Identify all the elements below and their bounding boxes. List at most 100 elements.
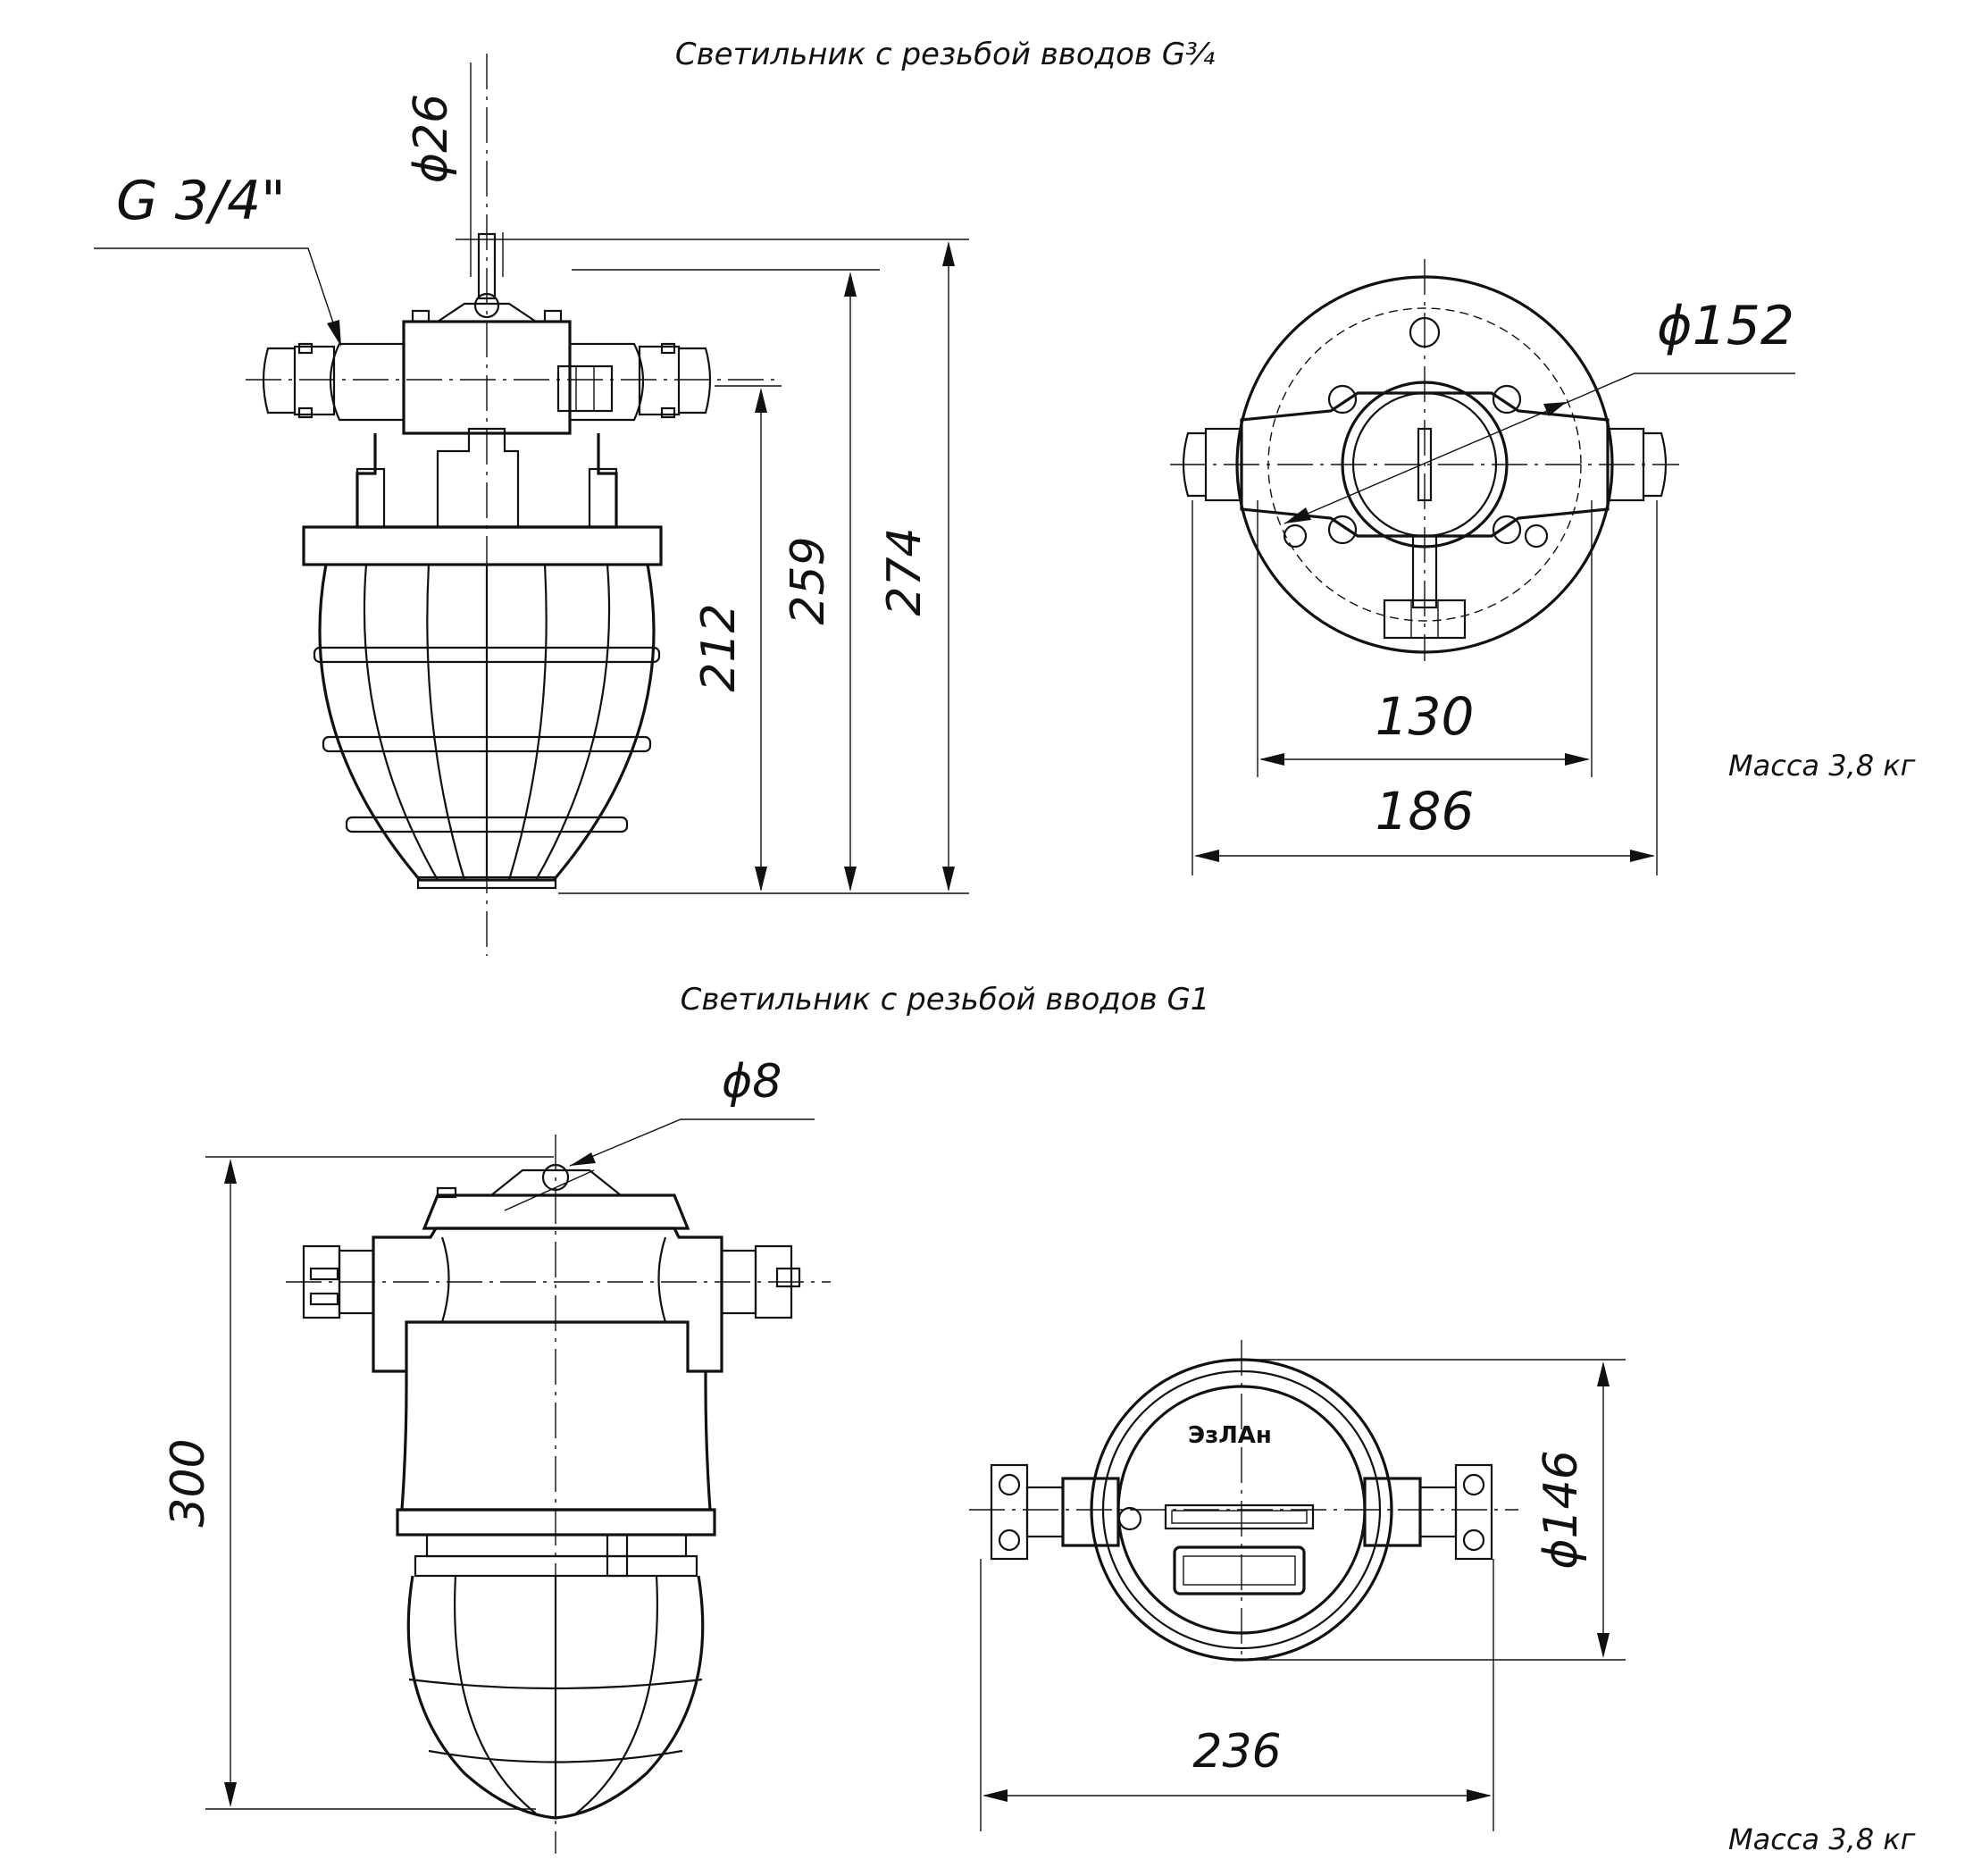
top-cage-hoop3 [345,816,629,833]
top-entry-right-gland [679,347,712,415]
top-plan-screw-3 [1327,515,1358,545]
bottom-plan-view: ЭзЛАн ϕ146 236 Масса 3,8 кг [969,1340,1916,1856]
top-terminal-block [556,364,614,413]
bottom-body-ring [425,1533,688,1558]
dim-130-label: 130 [1376,686,1475,747]
dim-26-label: ϕ26 [405,94,458,183]
top-cage-bar4 [535,564,611,881]
top-plan-cover [1341,381,1509,549]
top-housing-bolt-right [543,309,563,323]
dim-259-arrow-bottom [844,867,857,892]
dim-274-label: 274 [878,527,932,616]
bottom-plan-inner-ring [1101,1369,1382,1650]
bottom-plan-nameplate [1173,1545,1306,1595]
dim-212-arrow-top [755,388,767,413]
top-plan-entry-right [1606,427,1645,502]
top-entry-right-screw2 [660,406,676,419]
top-cage-bar3 [507,564,548,881]
top-entry-left-gland [262,347,295,415]
dim-259-arrow-top [844,272,857,297]
dim-274-arrow-top [942,241,955,266]
bottom-plan-screw-r1 [1462,1473,1485,1496]
top-neck-lug-left [355,467,386,529]
dim-146-label: ϕ146 [1534,1450,1588,1570]
bottom-housing-curve-left [440,1236,450,1323]
dim-186-arrow-right [1630,850,1655,862]
top-plan-ring-eye [1409,316,1441,348]
bottom-cap [422,1193,690,1230]
dim-152-label: ϕ152 [1657,295,1794,357]
dim-152-arrow-right [1543,402,1567,416]
top-side-view: 212 259 274 ϕ26 G 3/4" [94,54,969,956]
bottom-plan-gland-left [990,1463,1029,1561]
top-entry-left-screw1 [297,342,314,355]
bottom-hook-base [490,1168,622,1196]
top-neck-step [436,427,520,527]
mass-top: Масса 3,8 кг [1728,749,1916,783]
bottom-plan-nameplate-inner [1183,1555,1296,1586]
bottom-housing-curve-right [657,1236,667,1323]
top-plan-entry-left [1204,427,1243,502]
thread-leader [94,247,340,342]
bottom-plan-seal-screw [1117,1506,1142,1531]
title-bottom: Светильник с резьбой вводов G1 [681,982,1210,1018]
top-plan-view: ϕ152 130 186 Масса 3,8 кг [1170,259,1916,875]
dim-146-arrow-bottom [1597,1633,1610,1658]
top-plan-screw-1 [1327,384,1358,415]
dim-212-label: 212 [692,603,746,691]
top-plan-outer-ring [1235,275,1614,654]
top-plan-screw-5 [1283,523,1308,549]
bottom-plan-nut-left [1025,1486,1065,1538]
bottom-entry-left-clamp [309,1267,339,1281]
dim-274-arrow-bottom [942,867,955,892]
bottom-plan-logo: ЭзЛАн [1188,1422,1272,1449]
bottom-entry-right-screw [775,1267,801,1288]
bottom-plan-screw-l2 [998,1528,1021,1552]
bottom-hook-arm [504,1169,595,1211]
dim-152-arrow-left [1284,507,1311,523]
top-plan-slot [1417,427,1433,502]
bottom-clip [606,1533,629,1578]
title-top: Светильник с резьбой вводов G¾ [675,37,1215,72]
top-ring-bracket [437,302,537,322]
bottom-plan-window [1164,1503,1315,1530]
bottom-plan-gland-right [1454,1463,1493,1561]
thread-label: G 3/4" [116,170,286,232]
top-ring-eye [473,292,500,319]
dim-212-arrow-bottom [755,867,767,892]
top-plan-screw-2 [1492,384,1522,415]
top-cage-hoop2 [322,735,652,753]
dim-259-label: 259 [782,536,835,624]
dim-300-arrow-top [224,1159,237,1184]
bottom-plan-window-inner [1171,1510,1308,1524]
top-plan-gland-left [1182,431,1206,498]
top-plan-terminal [1383,599,1467,640]
dim-186-label: 186 [1376,781,1475,842]
top-cage-hoop1 [313,646,661,664]
bottom-plan-screw-r2 [1462,1528,1485,1552]
top-plan-screw-4 [1492,515,1522,545]
top-entry-left-screw2 [297,406,314,419]
bottom-plan-screw-l1 [998,1473,1021,1496]
dim-236-arrow-right [1467,1789,1492,1802]
bottom-hook-eye [541,1163,570,1192]
top-plan-screw-6 [1524,523,1549,549]
dim-146-arrow-top [1597,1361,1610,1386]
mass-bottom: Масса 3,8 кг [1728,1822,1916,1856]
top-plan-stem [1411,534,1438,609]
top-neck-lug-right [588,467,618,529]
top-cage-bar1 [363,564,439,881]
bottom-housing [372,1227,723,1373]
dim-152-leader [1284,373,1795,524]
dim-8-arrow [570,1152,596,1166]
top-cage-bar2 [426,564,466,881]
top-cage-bottom [416,875,557,890]
top-plan-bolt-circle [1267,307,1582,622]
top-entry-left-body [329,342,404,422]
dim-300-label: 300 [162,1438,215,1527]
top-entry-left-nut [293,345,336,416]
dim-130-arrow-right [1565,753,1590,766]
dim-236-label: 236 [1192,1725,1281,1779]
